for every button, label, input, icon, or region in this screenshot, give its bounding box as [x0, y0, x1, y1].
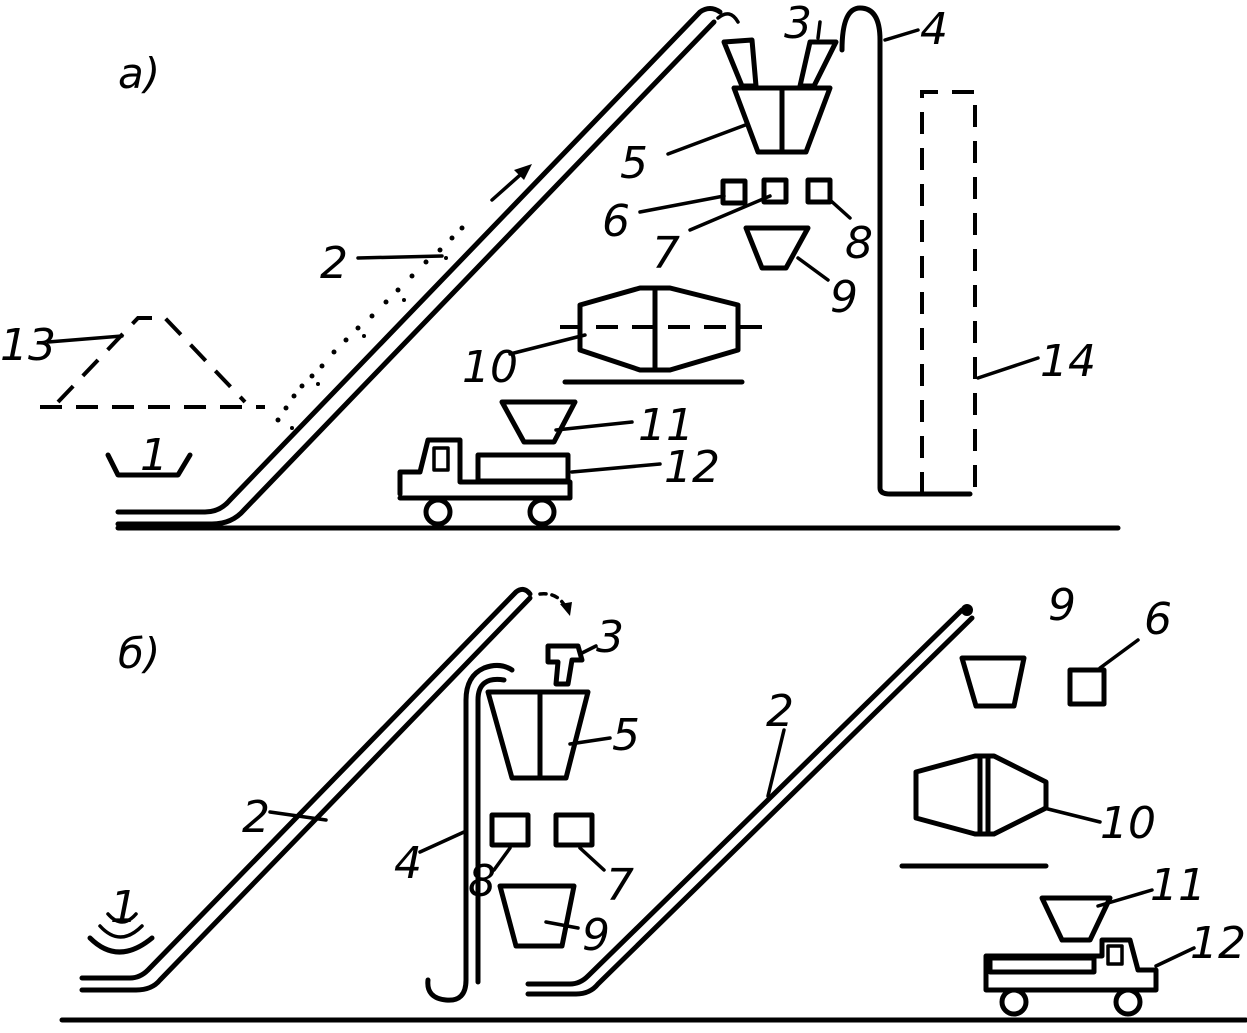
discharge-funnel-a	[499, 399, 578, 445]
dispenser-8-a	[805, 177, 833, 205]
receiving-hopper-a	[105, 452, 193, 478]
panel-a-title: а)	[118, 49, 160, 98]
label-3-b: 3	[596, 612, 624, 663]
mixer-b	[899, 753, 1049, 869]
label-7-a: 7	[652, 228, 680, 279]
label-5-a: 5	[620, 138, 648, 189]
dispenser-6-b	[1067, 667, 1107, 707]
aggregate-pile	[40, 316, 265, 409]
inclined-conveyor-a	[115, 6, 723, 527]
label-9b-b: 9	[582, 910, 610, 961]
label-11-a: 11	[638, 400, 694, 451]
leader-lines-a	[46, 28, 1040, 474]
panel-b: б)	[59, 580, 1247, 1023]
receiving-hopper-b	[87, 912, 155, 955]
label-8-b: 8	[468, 856, 496, 907]
label-1-a: 1	[140, 430, 168, 481]
label-3-a: 3	[784, 0, 812, 49]
collecting-funnel-b2	[959, 655, 1027, 709]
dispenser-7-a	[761, 177, 789, 205]
label-6-a: 6	[602, 196, 630, 247]
label-10-b: 10	[1100, 798, 1156, 849]
panel-a: а)	[0, 0, 1121, 531]
feed-hoppers-a	[716, 12, 839, 89]
elevator-pipe-a	[839, 5, 973, 497]
cement-silo	[920, 90, 977, 494]
label-1-b: 1	[110, 882, 138, 933]
dispenser-6-a	[720, 178, 748, 206]
direction-arrow	[490, 164, 532, 202]
label-2-a: 2	[320, 238, 348, 289]
label-12-b: 12	[1190, 918, 1246, 969]
dump-truck-a	[397, 437, 573, 527]
dispenser-8-b	[489, 812, 531, 848]
label-10-a: 10	[462, 342, 518, 393]
label-4-a: 4	[920, 4, 948, 55]
discharge-funnel-b	[1039, 895, 1113, 943]
label-8-a: 8	[845, 218, 873, 269]
collecting-funnel-a	[743, 225, 811, 271]
dispenser-7-b	[553, 812, 595, 848]
label-4-b: 4	[394, 838, 422, 889]
label-14-a: 14	[1040, 336, 1096, 387]
collecting-funnel-b1	[497, 883, 577, 949]
label-2b-b: 2	[766, 686, 794, 737]
label-11-b: 11	[1150, 860, 1206, 911]
material-stream-dots	[275, 225, 465, 430]
mixer-a	[560, 285, 765, 385]
label-12-a: 12	[664, 442, 720, 493]
label-5-b: 5	[612, 710, 640, 761]
panel-b-title: б)	[118, 629, 160, 678]
label-9-a: 9	[830, 272, 858, 323]
label-2a-b: 2	[242, 792, 270, 843]
storage-bin-b	[485, 689, 591, 781]
inclined-conveyor-b1	[79, 586, 533, 993]
label-13-a: 13	[0, 320, 56, 371]
feed-hopper-b	[545, 643, 585, 687]
leader-lines-b	[268, 638, 1196, 968]
transfer-arrow-b	[538, 592, 572, 616]
label-7-b: 7	[606, 860, 634, 911]
label-9a-b: 9	[1048, 580, 1076, 631]
elevator-pipe-b	[425, 662, 515, 1003]
label-6-b: 6	[1144, 594, 1172, 645]
inclined-conveyor-b2	[525, 604, 975, 997]
storage-bin-a	[731, 85, 833, 155]
dump-truck-b	[983, 937, 1159, 1017]
